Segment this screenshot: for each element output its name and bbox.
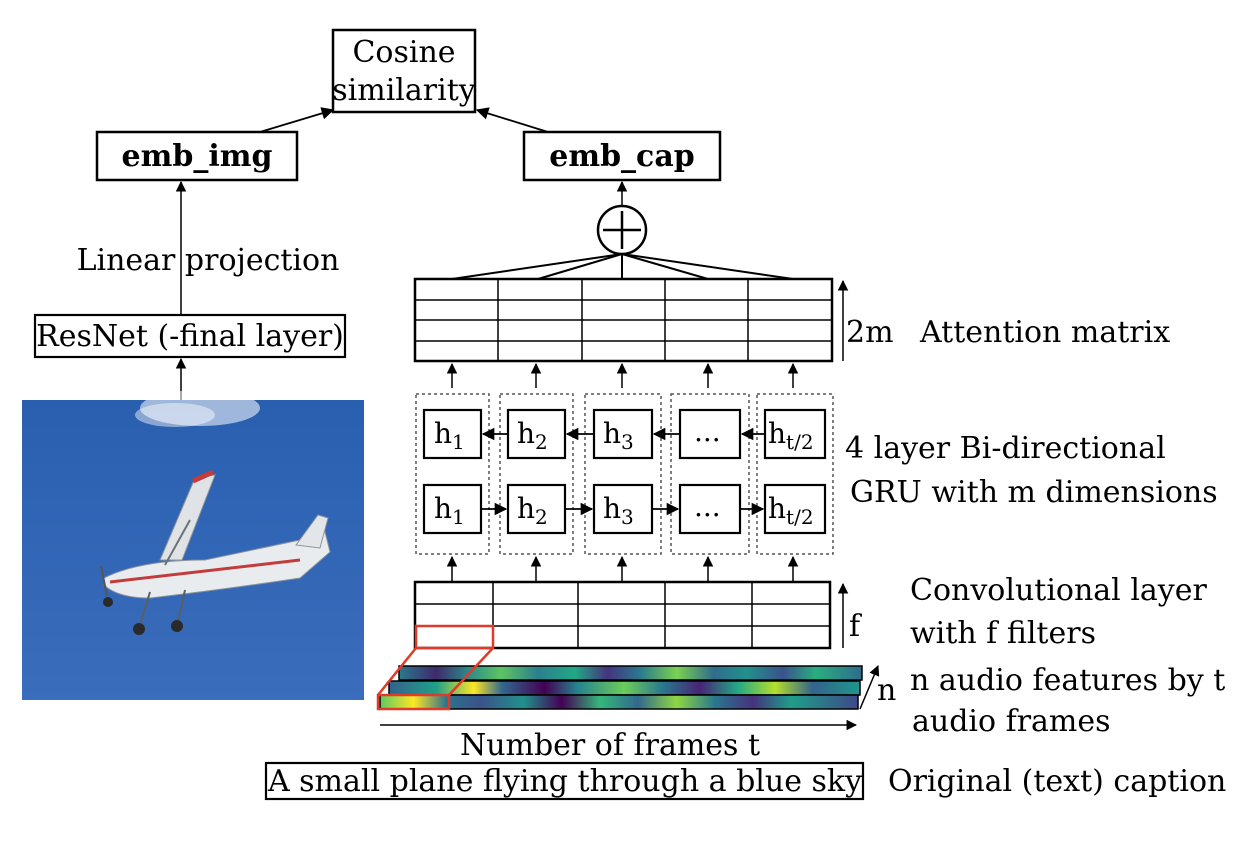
gru-top-cell-5: ht/2: [768, 417, 814, 454]
sum-fan-lines: [451, 253, 794, 280]
audio-label-line2: audio frames: [912, 704, 1111, 739]
audio-label-line1: n audio features by t: [910, 663, 1225, 698]
attention-dim: 2m: [846, 315, 894, 350]
filter-window-highlight: [376, 624, 495, 711]
caption-box: [264, 761, 865, 801]
conv-to-gru-arrows: [446, 555, 799, 581]
cosine-similarity-box: [331, 28, 477, 114]
gru-top-cell-4: ...: [694, 415, 721, 448]
gru-top-cell-1: h1: [434, 417, 465, 454]
gru-bottom-cell-1: h1: [434, 492, 465, 529]
gru-bottom-cell-5: ht/2: [768, 492, 814, 529]
resnet-label: ResNet (-final layer): [36, 319, 344, 354]
gru-label-line1: 4 layer Bi-directional: [845, 431, 1166, 466]
frames-label: Number of frames t: [460, 728, 760, 763]
emb-img-box: [95, 130, 299, 182]
cosine-line1: Cosine: [352, 35, 455, 70]
conv-layer-grid: [413, 580, 832, 650]
caption-text: A small plane flying through a blue sky: [267, 764, 862, 799]
emb-cap-label: emb_cap: [549, 139, 695, 174]
gru-top-cell-2: h2: [517, 417, 548, 454]
gru-block: h1 h2 h3 ... ht/2 h1 h2 h3 ... ht/2: [415, 393, 834, 555]
gru-to-attention-arrows: [446, 362, 799, 388]
audio-dim-arrow: [859, 665, 880, 710]
attention-label: Attention matrix: [919, 315, 1170, 350]
circle-plus-icon: [596, 204, 648, 256]
conv-label-line2: with f filters: [910, 616, 1096, 651]
linear-projection-label: Linear projection: [77, 243, 340, 278]
emb-img-label: emb_img: [122, 139, 273, 174]
cosine-line2: similarity: [332, 73, 476, 108]
audio-dim: n: [877, 673, 896, 708]
conv-label-line1: Convolutional layer: [910, 573, 1207, 608]
conv-dim: f: [849, 609, 862, 644]
gru-bottom-cell-3: h3: [603, 492, 634, 529]
attention-matrix: [413, 277, 834, 363]
gru-bottom-cell-2: h2: [517, 492, 548, 529]
gru-label-line2: GRU with m dimensions: [850, 475, 1218, 510]
airplane-photo: [22, 390, 364, 700]
arrow-cap-to-cosine: [475, 107, 549, 133]
resnet-box: [33, 313, 347, 359]
audio-spectrogram: [379, 665, 863, 710]
caption-label: Original (text) caption: [888, 764, 1226, 799]
gru-top-cell-3: h3: [603, 417, 634, 454]
gru-bottom-cell-4: ...: [694, 490, 721, 523]
emb-cap-box: [522, 130, 722, 182]
arrow-img-to-cosine: [259, 107, 335, 133]
